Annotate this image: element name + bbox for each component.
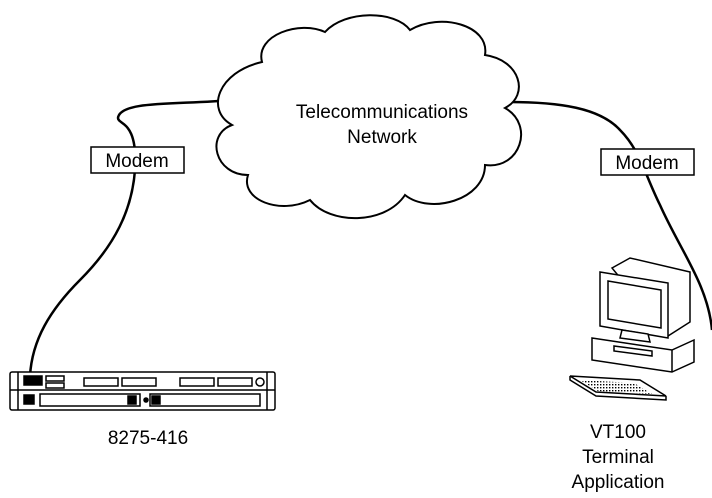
switch-device: [9, 371, 276, 411]
left-modem-label: Modem: [105, 151, 168, 172]
terminal-computer: [569, 257, 695, 401]
right-modem: Modem: [600, 148, 695, 176]
left-cable: [28, 98, 233, 377]
terminal-label-line3: Application: [572, 472, 665, 493]
network-label-line1: Telecommunications: [296, 102, 468, 123]
terminal-label-line1: VT100: [590, 422, 646, 443]
right-modem-label: Modem: [615, 153, 678, 174]
telecommunications-cloud: Telecommunications Network: [215, 14, 523, 220]
left-modem: Modem: [90, 146, 185, 174]
switch-label: 8275-416: [108, 428, 188, 449]
network-label-line2: Network: [347, 127, 417, 148]
terminal-label-line2: Terminal: [582, 447, 654, 468]
